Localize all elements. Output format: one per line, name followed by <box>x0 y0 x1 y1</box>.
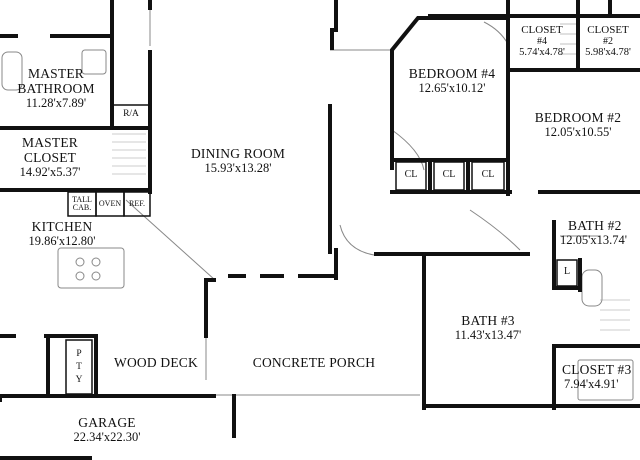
room-master-closet: MASTER CLOSET 14.92'x5.37' <box>0 135 100 179</box>
cl-label-2: CL <box>442 169 456 180</box>
closet-hatching <box>112 23 630 331</box>
room-dimensions: 5.98'x4.78' <box>585 47 631 59</box>
room-dimensions: 7.94'x4.91' <box>564 377 619 392</box>
oven-label: OVEN <box>98 199 122 208</box>
room-name: CONCRETE PORCH <box>252 355 376 370</box>
tall-cab-line2: CAB. <box>72 203 92 213</box>
room-closet-4: CLOSET #4 5.74'x4.78' <box>510 24 574 59</box>
room-bath-2: BATH #2 12.05'x13.74' <box>556 218 640 247</box>
room-name: CLOSET <box>521 24 563 36</box>
room-name-line2: BATHROOM <box>17 81 95 97</box>
room-name-line1: MASTER <box>28 66 84 81</box>
room-dimensions: 11.28'x7.89' <box>25 96 87 111</box>
fixture-lines <box>1 8 634 401</box>
cl-label-1: CL <box>404 169 418 180</box>
room-number: #2 <box>603 36 613 48</box>
ra-label: R/A <box>123 109 139 119</box>
room-kitchen: KITCHEN 19.86'x12.80' <box>6 219 118 248</box>
room-concrete-porch: CONCRETE PORCH <box>236 355 392 370</box>
room-dimensions: 5.74'x4.78' <box>519 47 565 59</box>
room-name: KITCHEN <box>31 219 93 234</box>
room-name: DINING ROOM <box>190 146 286 161</box>
room-dimensions: 14.92'x5.37' <box>19 165 81 180</box>
cl-label-3: CL <box>481 169 495 180</box>
pty-p: P <box>76 349 82 359</box>
room-name: BEDROOM #4 <box>408 66 496 81</box>
room-dining-room: DINING ROOM 15.93'x13.28' <box>176 146 300 175</box>
room-name-line1: MASTER <box>22 135 78 150</box>
room-garage: GARAGE 22.34'x22.30' <box>52 415 162 444</box>
room-bath-3: BATH #3 11.43'x13.47' <box>430 313 546 342</box>
room-dimensions: 22.34'x22.30' <box>73 430 141 445</box>
room-name: BEDROOM #2 <box>534 110 622 125</box>
room-name: GARAGE <box>78 415 136 430</box>
room-dimensions: 12.05'x13.74' <box>560 233 628 248</box>
room-name: BATH #2 <box>568 218 622 233</box>
room-dimensions: 11.43'x13.47' <box>454 328 522 343</box>
room-dimensions: 19.86'x12.80' <box>28 234 96 249</box>
room-closet-3: CLOSET #3 7.94'x4.91' <box>558 362 640 391</box>
room-dimensions: 12.05'x10.55' <box>544 125 612 140</box>
ref-label: REF. <box>128 199 146 208</box>
pty-t: T <box>76 361 82 372</box>
room-dimensions: 15.93'x13.28' <box>204 161 272 176</box>
room-name: CLOSET #3 <box>562 362 632 377</box>
room-bedroom-2: BEDROOM #2 12.05'x10.55' <box>522 110 634 139</box>
tall-cab-line1: TALL <box>72 195 92 204</box>
room-dimensions: 12.65'x10.12' <box>418 81 486 96</box>
room-number: #4 <box>537 36 547 48</box>
pantry-label: P T Y <box>66 348 92 386</box>
room-master-bathroom: MASTER BATHROOM 11.28'x7.89' <box>2 66 110 110</box>
room-name: WOOD DECK <box>114 355 198 370</box>
tall-cabinet-label: TALL CAB. <box>68 195 96 213</box>
pty-y: Y <box>75 374 83 385</box>
room-name-line2: CLOSET <box>23 150 77 166</box>
laundry-label: L <box>563 266 571 277</box>
room-closet-2: CLOSET #2 5.98'x4.78' <box>576 24 640 59</box>
room-name: BATH #3 <box>461 313 515 328</box>
room-name: CLOSET <box>587 24 629 36</box>
room-wood-deck: WOOD DECK <box>100 355 212 370</box>
thin-walls <box>65 104 578 395</box>
room-bedroom-4: BEDROOM #4 12.65'x10.12' <box>398 66 506 95</box>
